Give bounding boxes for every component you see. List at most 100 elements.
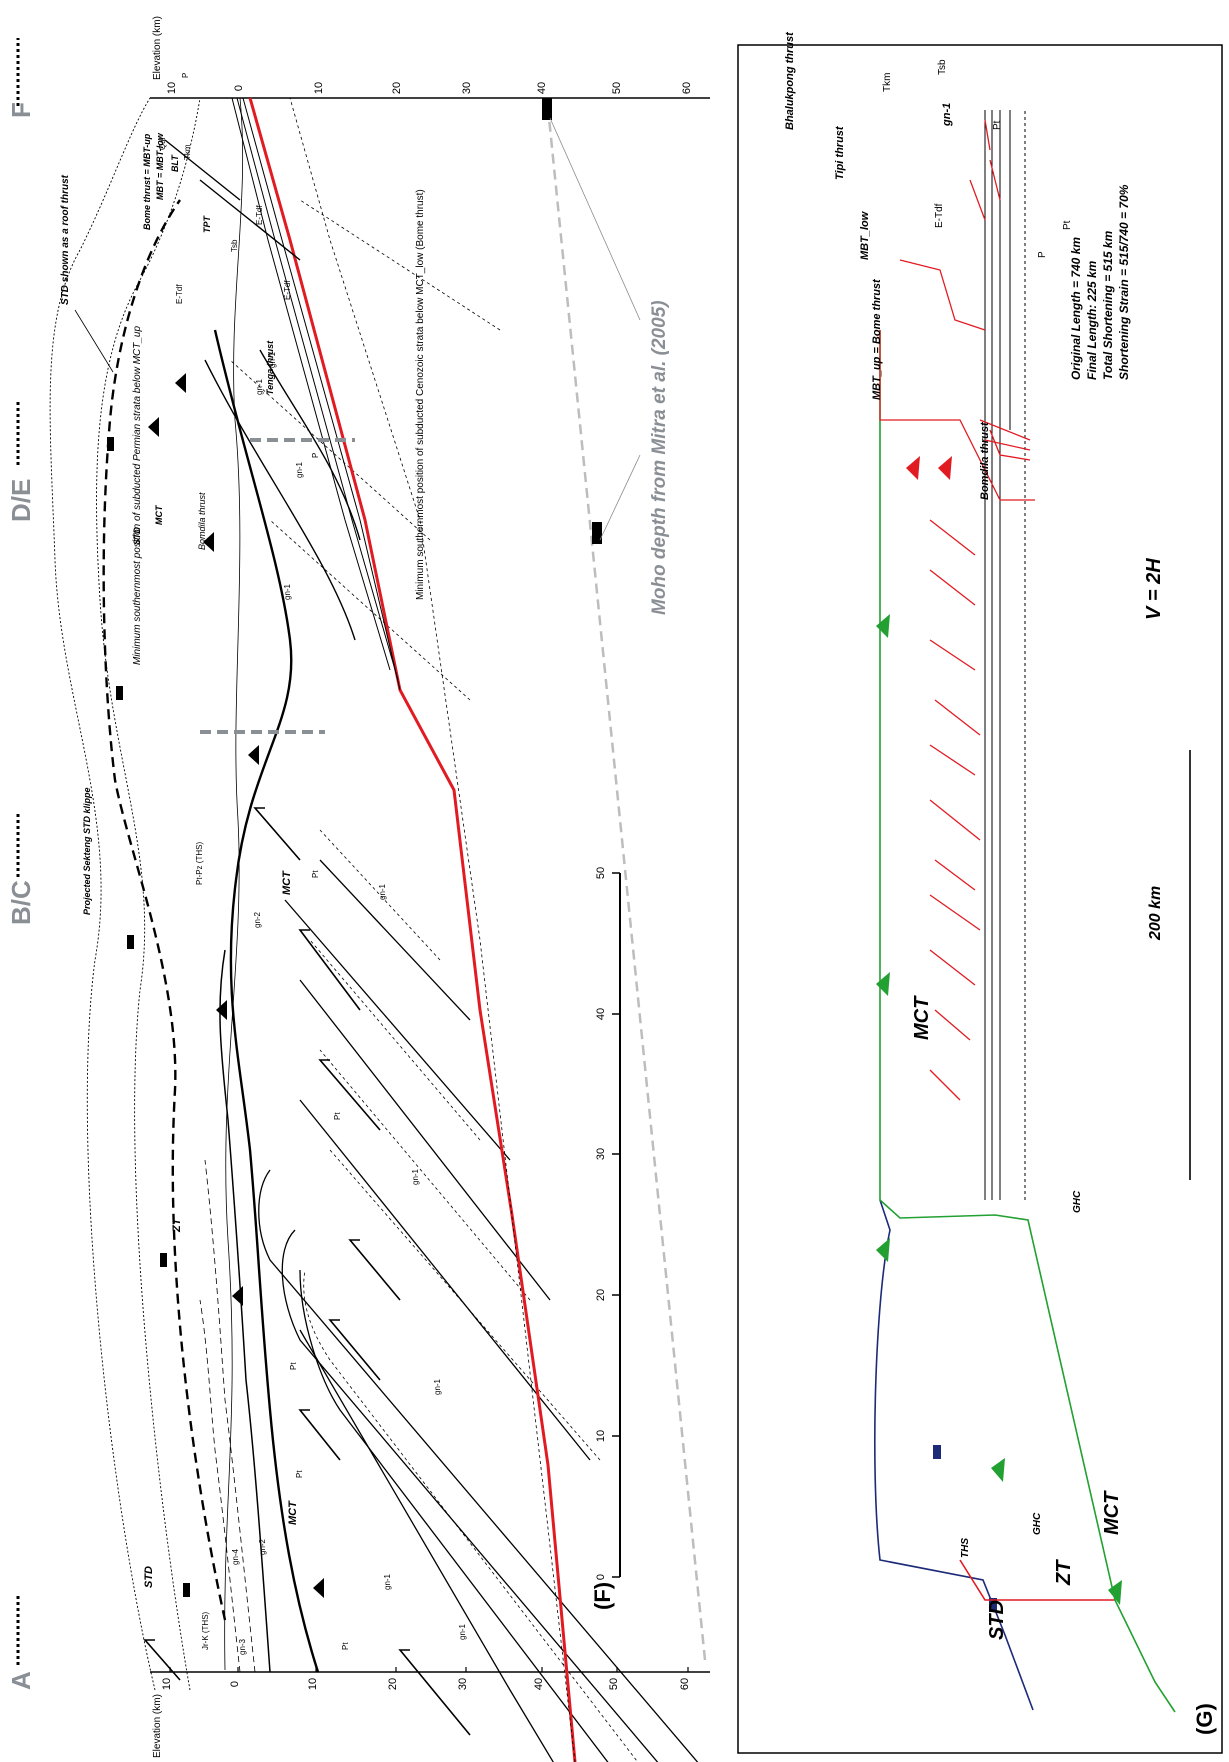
panel-f-label: (F) [590,1582,615,1610]
std-envelope-outer [49,97,156,1691]
svg-text:Pt: Pt [295,1470,304,1478]
topography-line [224,97,244,1671]
std-envelope-inner [96,97,201,1691]
svg-text:Tsb: Tsb [937,59,948,75]
slip-arrows [143,807,471,1736]
svg-text:Bhalukpong thrust: Bhalukpong thrust [784,31,796,130]
svg-text:Pt: Pt [1062,220,1073,230]
svg-text:40: 40 [533,1678,545,1690]
svg-text:10: 10 [166,82,178,94]
svg-text:gn-1: gn-1 [378,883,387,900]
svg-text:Tsb: Tsb [230,239,239,252]
std-marker [116,686,123,700]
svg-text:Minimum southernmost position: Minimum southernmost position of subduct… [132,326,143,665]
imbricate-thrusts [258,859,699,1762]
svg-text:40: 40 [536,82,548,94]
bomdila-thrust [204,359,356,641]
svg-text:Elevation (km): Elevation (km) [152,1694,163,1758]
panel-f-annotations: STD shown as a roof thrust Bome thrust =… [60,73,467,1655]
svg-text:MBT_low: MBT_low [859,210,871,260]
svg-text:gn-2: gn-2 [253,911,262,928]
svg-text:ZT: ZT [1053,1559,1075,1586]
svg-text:gn-1: gn-1 [458,1623,467,1640]
svg-text:gn-4: gn-4 [231,1548,240,1565]
basal-decollement [248,97,577,1762]
svg-text:P: P [1037,251,1048,258]
mct-thrust [213,329,320,1673]
svg-text:P: P [181,73,190,78]
svg-text:Projected Sekteng STD klippe: Projected Sekteng STD klippe [82,787,92,915]
moho-leader [599,454,641,541]
gn-boundary [199,1299,241,1673]
section-marker-de: D/E [6,400,36,522]
svg-text:MBT = MBT-low: MBT = MBT-low [155,132,165,200]
svg-text:STD: STD [143,1566,155,1588]
svg-text:gn-2: gn-2 [258,1538,267,1555]
svg-text:Tkm: Tkm [183,144,192,160]
left-elevation-axis: Elevation (km) 10 0 10 20 30 40 50 60 [150,1667,710,1758]
svg-text:Minimum southernmost position: Minimum southernmost position of subduct… [415,189,426,600]
svg-text:P: P [311,453,320,458]
svg-text:60: 60 [679,1678,691,1690]
ghc-green-boundary [879,330,1176,1713]
svg-text:0: 0 [229,1681,241,1687]
svg-text:B/C: B/C [6,880,36,925]
svg-text:0: 0 [595,1574,607,1580]
svg-text:gn-1: gn-1 [411,1168,420,1185]
svg-text:50: 50 [595,867,607,879]
svg-text:Elevation (km): Elevation (km) [152,16,163,80]
svg-text:gn-3: gn-3 [238,1638,247,1655]
tenga-thrust [259,349,361,541]
svg-text:D/E: D/E [6,479,36,522]
scale-label: 200 km [1147,886,1164,941]
zt-red-line [959,1559,1115,1601]
svg-text:E-Tdf: E-Tdf [175,284,184,304]
svg-text:gn-1: gn-1 [941,103,953,127]
thrust-triangles [876,456,1122,1605]
svg-text:BLT: BLT [170,154,180,172]
svg-text:STD: STD [986,1600,1008,1640]
svg-text:GHC: GHC [1072,1190,1083,1213]
svg-text:STD shown as a roof thrust: STD shown as a roof thrust [60,174,71,305]
scale-bar: 0 10 20 30 40 50 [595,867,621,1580]
ths-boundary [874,1199,1034,1711]
foreland-lines [231,97,401,691]
svg-text:GHC: GHC [1032,1512,1043,1535]
svg-text:E-Tdf: E-Tdf [255,205,264,225]
svg-text:Total Shortening = 515 km: Total Shortening = 515 km [1101,230,1115,380]
svg-text:Jr-K (THS): Jr-K (THS) [201,1611,210,1650]
right-elevation-axis: Elevation (km) 10 0 10 20 30 40 50 60 [150,16,710,99]
internal-contacts [229,199,639,1762]
svg-text:E-Tdf: E-Tdf [934,203,945,228]
svg-text:Tipi thrust: Tipi thrust [834,125,846,180]
std-marker [160,1253,167,1267]
std-roof-thrust [102,199,227,1621]
blt-thrust [164,139,241,201]
svg-text:Pt: Pt [341,1642,350,1650]
moho-line [546,107,707,1661]
red-thrust-splays [879,119,1035,1101]
svg-text:gn-1: gn-1 [295,461,304,478]
svg-text:F: F [6,102,36,118]
panel-g-labels: STD ZT THS GHC GHC MCT MCT Bomdila thrus… [784,31,1123,1640]
svg-text:THS: THS [960,1538,971,1558]
svg-text:10: 10 [595,1430,607,1442]
svg-text:E-Tdf: E-Tdf [283,280,292,300]
svg-text:gn-1: gn-1 [383,1573,392,1590]
svg-text:Shortening Strain = 515/740 =: Shortening Strain = 515/740 = 70% [1117,184,1131,380]
svg-text:30: 30 [457,1678,469,1690]
svg-text:STD: STD [132,526,142,545]
svg-text:MBT_up = Bome thrust: MBT_up = Bome thrust [871,278,883,400]
svg-text:10: 10 [307,1678,319,1690]
svg-text:ZT: ZT [171,1217,183,1233]
svg-text:Tenga thrust: Tenga thrust [265,340,275,395]
section-marker-bc: B/C [6,812,36,925]
thrust-barbs [148,373,324,1598]
svg-text:10: 10 [313,82,325,94]
svg-text:TPT: TPT [202,214,212,233]
svg-text:MCT: MCT [281,870,293,895]
lower-dotted [289,97,576,1762]
svg-text:Bome thrust = MBT-up: Bome thrust = MBT-up [142,133,152,230]
svg-text:60: 60 [681,82,693,94]
svg-text:Original Length = 740 km: Original Length = 740 km [1069,237,1083,380]
